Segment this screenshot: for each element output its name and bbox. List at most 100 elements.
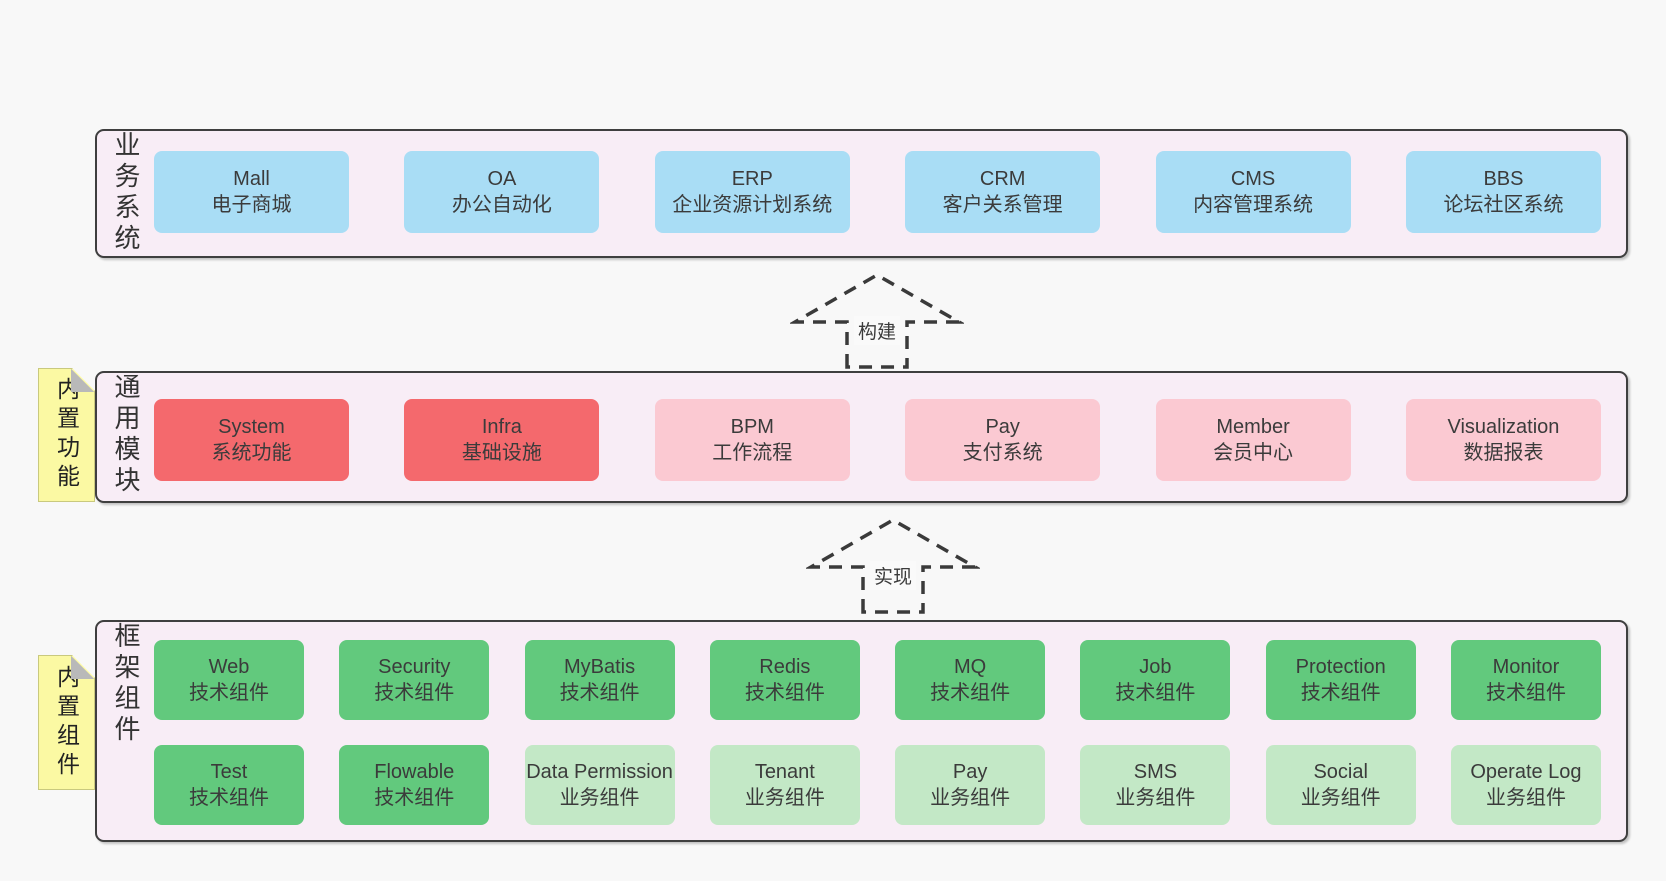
common-modules-panel: 通用模块 System 系统功能 Infra 基础设施 BPM 工作流程 Pay… bbox=[95, 371, 1628, 503]
node-web-desc: 技术组件 bbox=[189, 682, 269, 704]
node-flowable-desc: 技术组件 bbox=[374, 787, 455, 809]
node-member-name: Member bbox=[1216, 416, 1290, 438]
node-infra: Infra 基础设施 bbox=[404, 399, 600, 481]
node-pay-component-desc: 业务组件 bbox=[930, 787, 1011, 809]
node-cms-name: CMS bbox=[1230, 168, 1276, 190]
node-system-desc: 系统功能 bbox=[211, 442, 292, 464]
node-oa-name: OA bbox=[487, 168, 517, 190]
node-member: Member 会员中心 bbox=[1155, 399, 1351, 481]
node-mq-name: MQ bbox=[954, 656, 987, 678]
node-job: Job 技术组件 bbox=[1080, 640, 1231, 720]
node-operate-log-name: Operate Log bbox=[1470, 761, 1582, 783]
node-job-desc: 技术组件 bbox=[1115, 682, 1196, 704]
node-erp: ERP 企业资源计划系统 bbox=[654, 151, 850, 233]
node-oa: OA 办公自动化 bbox=[404, 151, 600, 233]
node-mybatis-name: MyBatis bbox=[564, 656, 636, 678]
node-mall-name: Mall bbox=[233, 168, 270, 190]
node-mall: Mall 电子商城 bbox=[154, 151, 349, 233]
node-data-permission: Data Permission 业务组件 bbox=[524, 745, 675, 825]
node-bbs-desc: 论坛社区系统 bbox=[1443, 194, 1564, 216]
node-sms-desc: 业务组件 bbox=[1115, 787, 1196, 809]
node-redis-name: Redis bbox=[759, 656, 811, 678]
business-systems-panel: 业务系统 Mall 电子商城 OA 办公自动化 ERP 企业资源计划系统 CRM… bbox=[95, 129, 1628, 258]
node-system: System 系统功能 bbox=[154, 399, 349, 481]
node-member-desc: 会员中心 bbox=[1213, 442, 1294, 464]
node-bpm-name: BPM bbox=[730, 416, 774, 438]
node-mq: MQ 技术组件 bbox=[895, 640, 1046, 720]
node-oa-desc: 办公自动化 bbox=[451, 194, 552, 216]
node-mall-desc: 电子商城 bbox=[211, 194, 292, 216]
common-modules-row: System 系统功能 Infra 基础设施 BPM 工作流程 Pay 支付系统… bbox=[154, 399, 1601, 481]
build-arrow-label: 构建 bbox=[853, 316, 901, 345]
node-web: Web 技术组件 bbox=[154, 640, 304, 720]
node-visualization: Visualization 数据报表 bbox=[1405, 399, 1601, 481]
node-redis: Redis 技术组件 bbox=[709, 640, 860, 720]
node-data-permission-desc: 业务组件 bbox=[559, 787, 640, 809]
framework-components-panel: 框架组件 Web 技术组件 Security 技术组件 MyBatis 技术组件… bbox=[95, 620, 1628, 842]
node-test-desc: 技术组件 bbox=[189, 787, 269, 809]
node-social-desc: 业务组件 bbox=[1300, 787, 1381, 809]
node-job-name: Job bbox=[1139, 656, 1172, 678]
builtin-features-note: 内置功能 bbox=[38, 368, 95, 502]
node-mybatis: MyBatis 技术组件 bbox=[524, 640, 675, 720]
node-web-name: Web bbox=[208, 656, 250, 678]
node-test-name: Test bbox=[210, 761, 248, 783]
node-operate-log-desc: 业务组件 bbox=[1485, 787, 1566, 809]
node-erp-name: ERP bbox=[731, 168, 773, 190]
note-fold-corner bbox=[71, 369, 94, 392]
builtin-features-note-label: 内置功能 bbox=[53, 377, 80, 493]
node-monitor-name: Monitor bbox=[1492, 656, 1560, 678]
business-systems-row: Mall 电子商城 OA 办公自动化 ERP 企业资源计划系统 CRM 客户关系… bbox=[154, 151, 1601, 233]
node-sms-name: SMS bbox=[1133, 761, 1178, 783]
node-erp-desc: 企业资源计划系统 bbox=[672, 194, 833, 216]
node-infra-desc: 基础设施 bbox=[461, 442, 542, 464]
node-sms: SMS 业务组件 bbox=[1080, 745, 1231, 825]
node-tenant-desc: 业务组件 bbox=[744, 787, 825, 809]
framework-components-panel-label: 框架组件 bbox=[111, 622, 141, 746]
node-security: Security 技术组件 bbox=[339, 640, 490, 720]
node-pay-component-name: Pay bbox=[952, 761, 988, 783]
node-bbs-name: BBS bbox=[1483, 168, 1524, 190]
implement-arrow-icon: 实现 bbox=[806, 515, 980, 615]
node-security-desc: 技术组件 bbox=[374, 682, 455, 704]
build-arrow-icon: 构建 bbox=[790, 270, 964, 370]
node-mybatis-desc: 技术组件 bbox=[559, 682, 640, 704]
builtin-components-note-label: 内置组件 bbox=[53, 664, 80, 781]
node-redis-desc: 技术组件 bbox=[744, 682, 825, 704]
node-protection-desc: 技术组件 bbox=[1300, 682, 1381, 704]
node-social-name: Social bbox=[1313, 761, 1368, 783]
node-data-permission-name: Data Permission bbox=[526, 761, 673, 783]
biz-components-row: Test 技术组件 Flowable 技术组件 Data Permission … bbox=[154, 745, 1601, 825]
node-system-name: System bbox=[218, 416, 285, 438]
implement-arrow-label: 实现 bbox=[869, 561, 917, 590]
node-monitor: Monitor 技术组件 bbox=[1450, 640, 1601, 720]
node-visualization-name: Visualization bbox=[1447, 416, 1560, 438]
node-pay-module: Pay 支付系统 bbox=[905, 399, 1101, 481]
node-bpm: BPM 工作流程 bbox=[654, 399, 850, 481]
builtin-components-note: 内置组件 bbox=[38, 655, 95, 790]
node-visualization-desc: 数据报表 bbox=[1463, 442, 1544, 464]
node-monitor-desc: 技术组件 bbox=[1485, 682, 1566, 704]
node-crm-desc: 客户关系管理 bbox=[942, 194, 1063, 216]
node-tenant-name: Tenant bbox=[754, 761, 815, 783]
node-mq-desc: 技术组件 bbox=[930, 682, 1011, 704]
node-protection-name: Protection bbox=[1295, 656, 1386, 678]
node-tenant: Tenant 业务组件 bbox=[709, 745, 860, 825]
node-social: Social 业务组件 bbox=[1265, 745, 1416, 825]
node-flowable: Flowable 技术组件 bbox=[339, 745, 490, 825]
common-modules-panel-label: 通用模块 bbox=[111, 373, 141, 497]
node-bpm-desc: 工作流程 bbox=[712, 442, 793, 464]
node-security-name: Security bbox=[378, 656, 451, 678]
node-protection: Protection 技术组件 bbox=[1265, 640, 1416, 720]
node-pay-component: Pay 业务组件 bbox=[895, 745, 1046, 825]
business-systems-panel-label: 业务系统 bbox=[111, 131, 141, 255]
node-pay-module-desc: 支付系统 bbox=[962, 442, 1043, 464]
node-cms-desc: 内容管理系统 bbox=[1193, 194, 1314, 216]
node-test: Test 技术组件 bbox=[154, 745, 304, 825]
node-operate-log: Operate Log 业务组件 bbox=[1450, 745, 1601, 825]
node-crm: CRM 客户关系管理 bbox=[905, 151, 1101, 233]
node-flowable-name: Flowable bbox=[374, 761, 455, 783]
tech-components-row: Web 技术组件 Security 技术组件 MyBatis 技术组件 Redi… bbox=[154, 640, 1601, 720]
node-cms: CMS 内容管理系统 bbox=[1155, 151, 1351, 233]
